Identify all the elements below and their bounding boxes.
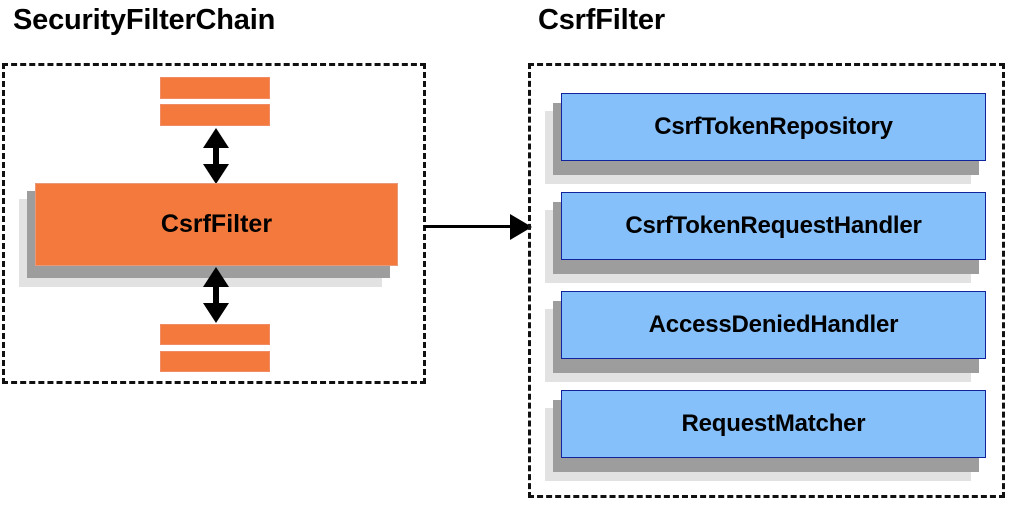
- filter-bar-above-2: [160, 104, 270, 126]
- security-filter-chain-container: [2, 63, 426, 384]
- collaborator-label: RequestMatcher: [681, 410, 866, 437]
- filter-bar-below-2: [160, 351, 270, 372]
- left-panel-title: SecurityFilterChain: [13, 4, 276, 36]
- filter-bar-above-1: [160, 77, 270, 99]
- csrf-filter-label: CsrfFilter: [160, 210, 273, 238]
- right-panel-title: CsrfFilter: [538, 4, 665, 36]
- filter-bar-below-1: [160, 324, 270, 345]
- csrf-filter-box[interactable]: CsrfFilter: [35, 183, 398, 266]
- csrf-filter-collaborators-container: [528, 63, 1005, 498]
- collaborator-label: CsrfTokenRepository: [654, 113, 893, 140]
- collaborator-box-csrftokenrequesthandler[interactable]: CsrfTokenRequestHandler: [561, 192, 986, 260]
- collaborator-box-csrftokenrepository[interactable]: CsrfTokenRepository: [561, 93, 986, 161]
- collaborator-label: AccessDeniedHandler: [648, 311, 899, 338]
- collaborator-box-accessdeniedhandler[interactable]: AccessDeniedHandler: [561, 291, 986, 359]
- collaborator-box-requestmatcher[interactable]: RequestMatcher: [561, 390, 986, 458]
- collaborator-label: CsrfTokenRequestHandler: [625, 212, 922, 239]
